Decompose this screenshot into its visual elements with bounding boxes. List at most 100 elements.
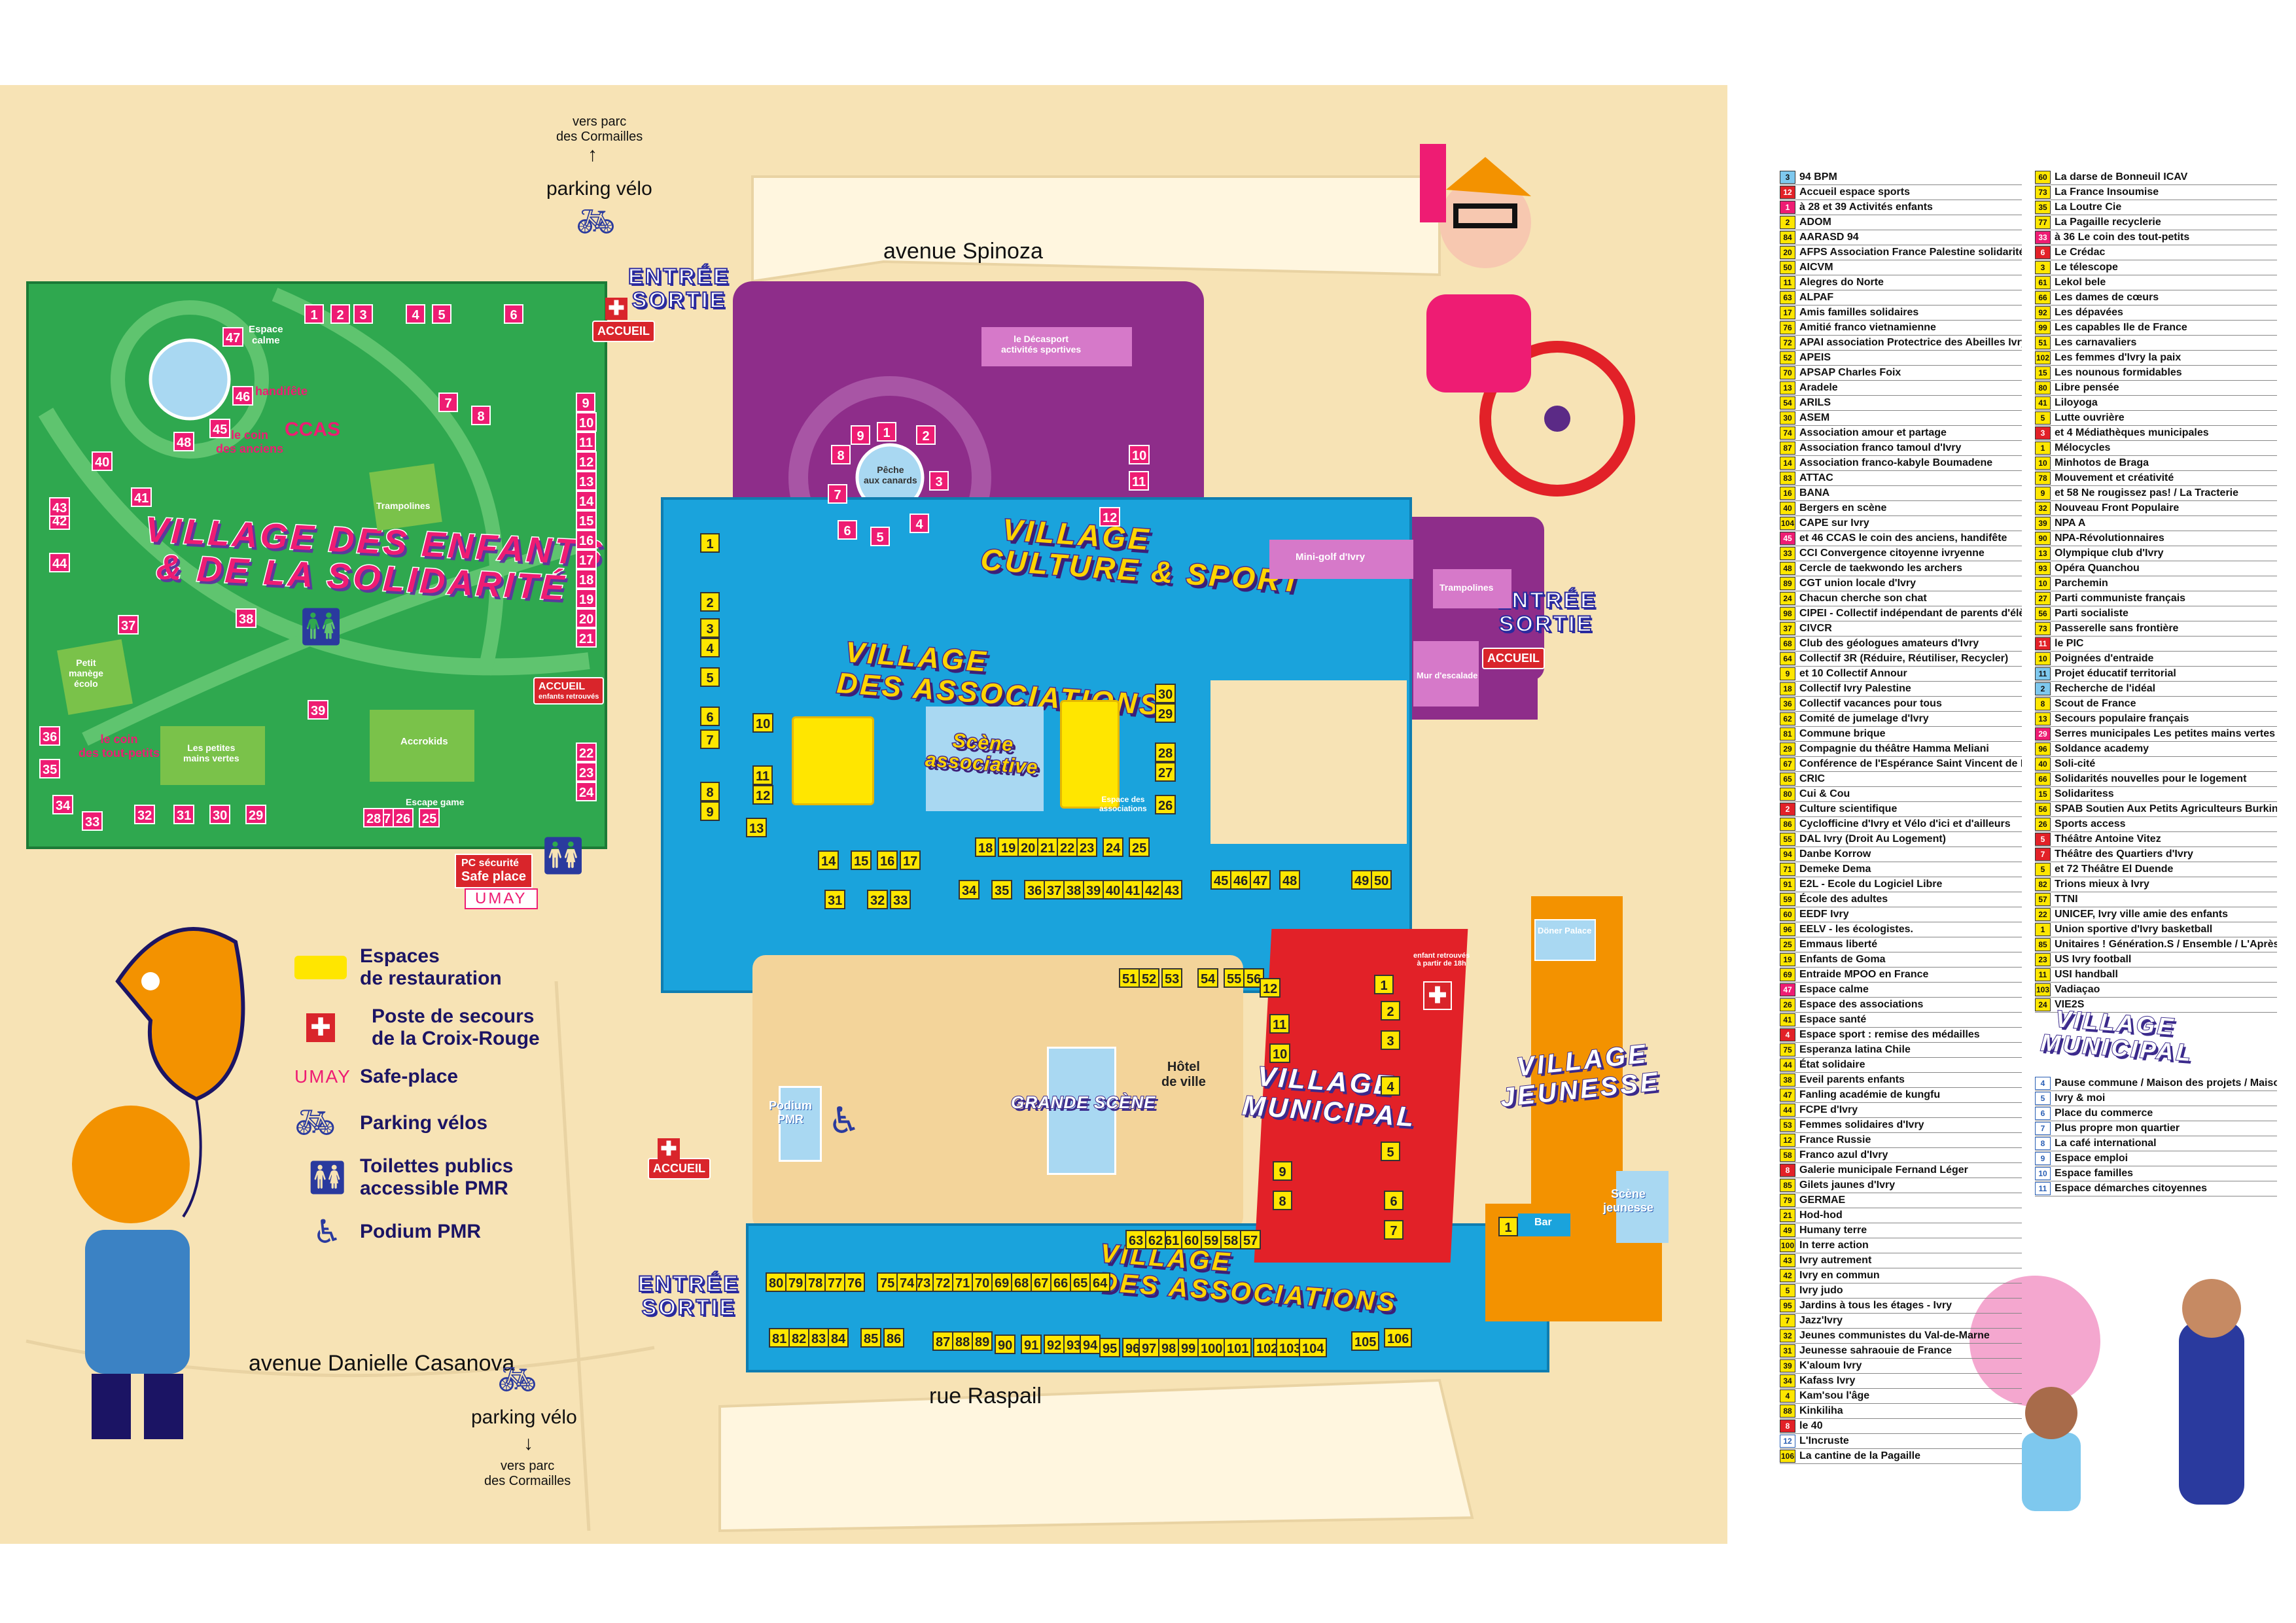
stand-marker: 62 [1145, 1230, 1167, 1249]
stand-marker: 10 [752, 713, 774, 733]
index-entry-number: 80 [1780, 788, 1795, 801]
grande-scene-zone [1047, 1047, 1116, 1175]
index-entry-number: 79 [1780, 1194, 1795, 1207]
index-entry-label: In terre action [1799, 1240, 1869, 1251]
index-entry-label: Collectif vacances pour tous [1799, 698, 1942, 709]
index-entry-label: K'aloum Ivry [1799, 1360, 1862, 1371]
stand-marker: 28 [363, 808, 385, 828]
index-entry-label: Secours populaire français [2055, 713, 2189, 724]
index-entry-number: 19 [1780, 953, 1795, 966]
index-entry-number: 5 [1780, 1284, 1795, 1297]
index-entry-number: 26 [1780, 998, 1795, 1011]
index-entry-number: 3 [1780, 171, 1795, 184]
stand-marker: 26 [393, 808, 414, 828]
index-entry: 13 Secours populaire français [2035, 712, 2277, 727]
index-entry-number: 83 [1780, 472, 1795, 485]
index-entry-number: 4 [2035, 1077, 2051, 1090]
index-entry-number: 40 [2035, 758, 2051, 771]
stand-marker: 71 [952, 1272, 974, 1292]
stand-marker: 17 [576, 550, 597, 569]
trampolines-green [369, 463, 442, 531]
index-entry-label: FCPE d'Ivry [1799, 1104, 1858, 1115]
index-entry: 48 Cercle de taekwondo les archers [1780, 561, 2022, 576]
index-entry-label: Collectif Ivry Palestine [1799, 683, 1911, 694]
index-entry-label: Comité de jumelage d'Ivry [1799, 713, 1929, 724]
stand-marker: 3 [929, 471, 949, 491]
central-plaza [752, 955, 1243, 1230]
doner-box [1534, 919, 1596, 961]
index-entry-number: 16 [1780, 487, 1795, 500]
index-entry-label: US Ivry football [2055, 954, 2132, 965]
index-entry-number: 2 [2035, 682, 2051, 695]
stand-marker: 40 [1103, 880, 1124, 899]
index-entry-number: 22 [2035, 908, 2051, 921]
index-entry-label: Espace sport : remise des médailles [1799, 1029, 1980, 1040]
index-entry-number: 70 [1780, 366, 1795, 379]
index-entry-label: ASEM [1799, 412, 1830, 423]
index-entry-number: 3 [2035, 427, 2051, 440]
index-entry-number: 33 [2035, 231, 2051, 244]
index-entry-number: 92 [2035, 306, 2051, 319]
index-entry-number: 51 [2035, 336, 2051, 349]
index-entry-number: 12 [1780, 1134, 1795, 1147]
stand-marker: 15 [851, 850, 872, 870]
index-entry-number: 73 [2035, 622, 2051, 635]
index-entry-number: 1 [2035, 923, 2051, 936]
index-entry-label: Gilets jaunes d'Ivry [1799, 1179, 1896, 1191]
index-entry-label: Parchemin [2055, 578, 2108, 589]
index-entry-number: 53 [1780, 1119, 1795, 1132]
index-entry-label: Jardins à tous les étages - Ivry [1799, 1300, 1952, 1311]
index-entry-number: 77 [2035, 216, 2051, 229]
index-entry-label: Femmes solidaires d'Ivry [1799, 1119, 1924, 1130]
stand-marker: 12 [1099, 507, 1121, 527]
index-entry-label: Kafass Ivry [1799, 1375, 1856, 1386]
index-entry-label: Collectif 3R (Réduire, Réutiliser, Recyc… [1799, 653, 2009, 664]
arrow-down-icon: ↓ [523, 1433, 533, 1454]
village-enfants-paths [38, 287, 591, 746]
stand-marker: 6 [504, 304, 523, 324]
index-entry-number: 11 [2035, 1182, 2051, 1195]
index-entry-label: Théâtre Antoine Vitez [2055, 833, 2161, 845]
index-entry-label: Les femmes d'Ivry la paix [2055, 352, 2181, 363]
index-entry-label: Espace emploi [2055, 1153, 2128, 1164]
petites-mains-label: Les petites mains vertes [183, 742, 239, 763]
index-entry-number: 48 [1780, 562, 1795, 575]
index-entry-number: 11 [2035, 667, 2051, 680]
index-entry-label: Alegres do Norte [1799, 277, 1884, 288]
index-entry-label: Enfants de Goma [1799, 954, 1886, 965]
index-entry-label: Cercle de taekwondo les archers [1799, 563, 1962, 574]
index-entry-number: 89 [1780, 577, 1795, 590]
index-entry-number: 13 [2035, 712, 2051, 725]
index-entry-label: Le télescope [2055, 262, 2118, 273]
index-entry-label: Association franco-kabyle Boumadene [1799, 457, 1993, 468]
stand-marker: 40 [92, 451, 113, 471]
index-entry-label: Mouvement et créativité [2055, 472, 2174, 483]
index-entry-number: 58 [1780, 1149, 1795, 1162]
index-entry-number: 10 [2035, 577, 2051, 590]
stand-marker: 30 [209, 805, 231, 824]
index-entry-label: AARASD 94 [1799, 232, 1859, 243]
ccas-label: CCAS [285, 419, 341, 440]
stand-marker: 29 [1155, 703, 1176, 723]
index-entry-label: ARILS [1799, 397, 1831, 408]
index-entry-number: 73 [2035, 186, 2051, 199]
index-entry-label: Vadiaçao [2055, 984, 2100, 995]
index-entry-label: Scout de France [2055, 698, 2136, 709]
stand-marker: 70 [972, 1272, 993, 1292]
index-entry-label: Bergers en scène [1799, 502, 1887, 514]
index-entry-number: 69 [1780, 968, 1795, 981]
